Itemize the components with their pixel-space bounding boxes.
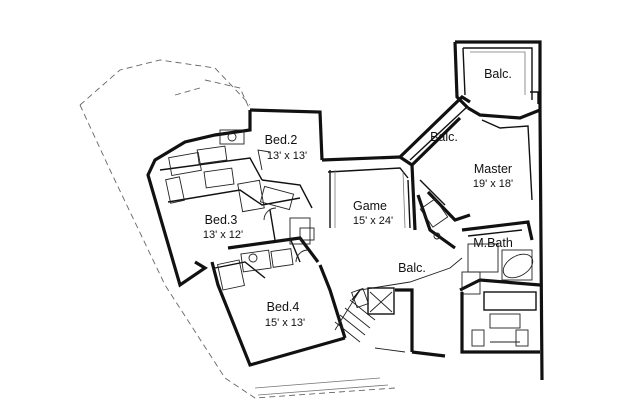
bed2-dims: 13' x 13' [267, 150, 307, 162]
balc-top-name: Balc. [484, 67, 512, 81]
room-label-game: Game 15' x 24' [353, 199, 393, 227]
bed4-dims: 15' x 13' [265, 317, 305, 329]
master-bath [459, 220, 541, 354]
balc-lower-name: Balc. [398, 261, 426, 275]
room-label-bed4: Bed.4 15' x 13' [265, 300, 305, 329]
mbath-name: M.Bath [473, 236, 513, 250]
room-label-master: Master 19' x 18' [473, 162, 513, 190]
master-suite-walls [398, 40, 544, 381]
room-label-bed2: Bed.2 13' x 13' [265, 133, 307, 162]
bedroom-partitions [159, 157, 313, 279]
game-name: Game [353, 199, 387, 213]
bed3-name: Bed.3 [205, 213, 238, 227]
bed2-name: Bed.2 [265, 133, 298, 147]
bed3-dims: 13' x 12' [203, 229, 243, 241]
bed4-name: Bed.4 [267, 300, 300, 314]
game-room-walls [321, 155, 417, 231]
stair-and-balcony [334, 257, 463, 358]
room-label-bed3: Bed.3 13' x 12' [203, 213, 243, 241]
bedroom-wing-walls [146, 108, 347, 367]
balc-master-name: Balc. [430, 130, 458, 144]
game-dims: 15' x 24' [353, 215, 393, 227]
master-name: Master [474, 162, 512, 176]
roof-outline [79, 59, 396, 399]
master-dims: 19' x 18' [473, 178, 513, 190]
bedroom-fixtures [165, 129, 315, 291]
